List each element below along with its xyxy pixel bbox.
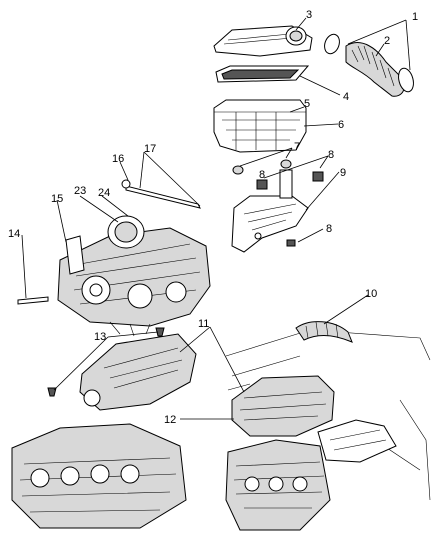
callout-labels: 1 2 3 4 5 6 7 8 8 9 8 10 11 12 13 14 15 … <box>8 9 418 426</box>
callout-4: 4 <box>343 91 349 103</box>
callout-7: 7 <box>294 141 300 153</box>
air-intake-hose <box>345 42 405 97</box>
support-rod <box>121 179 201 209</box>
bolt <box>286 239 296 247</box>
air-filter-element <box>215 65 310 83</box>
callout-6: 6 <box>338 119 344 131</box>
mounting-bracket <box>231 169 309 253</box>
callout-12: 12 <box>164 414 176 426</box>
clamp-ring-small <box>324 33 340 55</box>
leader-lines <box>21 17 411 420</box>
callout-24: 24 <box>98 187 110 199</box>
engine-assembly-upper <box>57 227 211 327</box>
engine-lower-detail <box>109 321 151 337</box>
engine-assembly-lower-left <box>11 423 187 529</box>
callout-9: 9 <box>340 167 346 179</box>
callout-3: 3 <box>306 9 312 21</box>
callout-15: 15 <box>51 193 63 205</box>
callout-13: 13 <box>94 331 106 343</box>
installed-air-cleaner <box>231 375 335 437</box>
cover-bolts <box>47 327 165 397</box>
air-cleaner-cover <box>213 25 313 57</box>
clamp-ring-large <box>398 67 414 93</box>
grommets <box>232 159 324 190</box>
intake-manifold-cover <box>79 333 197 411</box>
engine-assembly-lower-right <box>225 439 331 531</box>
callout-10: 10 <box>365 288 377 300</box>
callout-5: 5 <box>304 98 310 110</box>
throttle-body <box>107 215 145 249</box>
air-cleaner-housing <box>213 99 307 153</box>
callout-17: 17 <box>144 143 156 155</box>
callout-1: 1 <box>412 11 418 23</box>
callout-8a: 8 <box>328 149 334 161</box>
callout-2: 2 <box>384 35 390 47</box>
installed-hose <box>295 321 353 343</box>
callout-11: 11 <box>198 318 209 330</box>
callout-14: 14 <box>8 228 20 240</box>
long-bolt <box>17 296 49 305</box>
callout-23: 23 <box>74 185 86 197</box>
callout-8b: 8 <box>259 169 265 181</box>
small-bracket <box>65 235 85 275</box>
installed-outlet-duct <box>317 419 397 463</box>
callout-8c: 8 <box>326 223 332 235</box>
callout-16: 16 <box>112 153 124 165</box>
